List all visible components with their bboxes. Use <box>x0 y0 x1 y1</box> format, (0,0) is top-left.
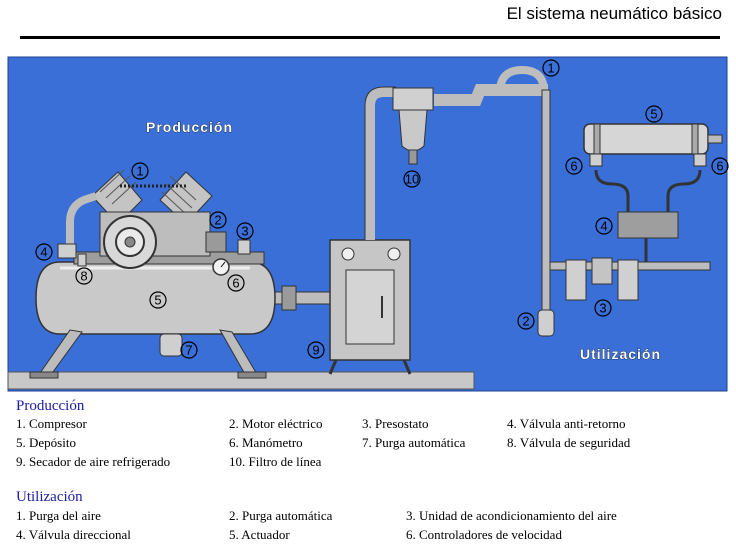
marker-text: 6 <box>232 276 239 291</box>
legend-production-item: 8. Válvula de seguridad <box>507 435 631 450</box>
production-label: Producción <box>146 119 233 135</box>
marker-text: 10 <box>405 172 419 187</box>
electric-motor <box>205 231 227 253</box>
marker-u-speed-right: 6 <box>711 157 729 175</box>
compressor <box>91 169 213 269</box>
legend-utilization-item: 1. Purga del aire <box>16 508 101 523</box>
air-conditioning-unit <box>565 257 639 301</box>
outlet-fitting <box>281 285 297 311</box>
hose-right <box>666 169 702 212</box>
riser-pipe <box>365 87 396 240</box>
marker-text: 8 <box>80 269 87 284</box>
marker-auto-drain: 7 <box>180 341 198 359</box>
utilization-label: Utilización <box>580 346 661 362</box>
marker-tank: 5 <box>149 291 167 309</box>
refrigerated-dryer <box>328 239 412 375</box>
legend-utilization-item: 6. Controladores de velocidad <box>406 527 562 542</box>
marker-compressor: 1 <box>131 162 149 180</box>
legend-production-item: 1. Compresor <box>16 416 87 431</box>
page-title: El sistema neumático básico <box>506 4 722 23</box>
discharge-pipe <box>66 192 98 252</box>
check-valve <box>57 243 77 259</box>
marker-check-valve: 4 <box>35 243 53 261</box>
marker-text: 2 <box>522 314 529 329</box>
marker-u-auto-drain: 2 <box>517 312 535 330</box>
legend-production-item: 7. Purga automática <box>362 435 466 450</box>
auto-drain-body <box>159 333 183 357</box>
marker-text: 6 <box>716 159 723 174</box>
marker-u-frl: 3 <box>594 299 612 317</box>
outlet-pipe <box>267 291 333 305</box>
marker-text: 9 <box>312 343 319 358</box>
legend-production-item: 3. Presostato <box>362 416 429 431</box>
marker-text: 4 <box>600 219 607 234</box>
marker-gauge: 6 <box>227 274 245 292</box>
legend-production-heading: Producción <box>16 398 85 414</box>
pneumatic-system-diagram: Producción Utilización <box>7 56 729 392</box>
marker-text: 4 <box>40 245 47 260</box>
marker-safety-valve: 8 <box>75 267 93 285</box>
legend-production-item: 6. Manómetro <box>229 435 303 450</box>
hose-left <box>594 169 630 212</box>
speed-controller-right <box>693 153 707 167</box>
marker-text: 5 <box>154 293 161 308</box>
purge-loop <box>496 65 548 93</box>
marker-text: 7 <box>185 343 192 358</box>
directional-valve <box>617 211 679 239</box>
actuator <box>583 123 723 155</box>
marker-dryer: 9 <box>307 341 325 359</box>
marker-text: 3 <box>241 224 248 239</box>
legend-production-item: 10. Filtro de línea <box>229 454 322 469</box>
speed-controller-left <box>589 153 603 167</box>
foot-left <box>29 371 59 379</box>
legend-production-item: 2. Motor eléctrico <box>229 416 323 431</box>
marker-text: 2 <box>214 213 221 228</box>
title-rule <box>20 36 720 39</box>
marker-u-speed-left: 6 <box>565 157 583 175</box>
legend-production-item: 5. Depósito <box>16 435 76 450</box>
marker-text: 5 <box>650 107 657 122</box>
legend-utilization-item: 3. Unidad de acondicionamiento del aire <box>406 508 617 523</box>
marker-text: 1 <box>136 164 143 179</box>
marker-text: 1 <box>547 61 554 76</box>
marker-motor: 2 <box>209 211 227 229</box>
drop-leg <box>541 89 551 311</box>
legend-production-item: 9. Secador de aire refrigerado <box>16 454 171 469</box>
pressure-switch <box>237 239 251 255</box>
utilization-auto-drain <box>537 309 555 337</box>
legend-production-item: 4. Válvula anti-retorno <box>507 416 626 431</box>
marker-text: 6 <box>570 159 577 174</box>
line-filter <box>392 87 434 165</box>
legend-utilization-heading: Utilización <box>16 489 83 505</box>
marker-line-filter: 10 <box>403 170 421 188</box>
marker-u-valve: 4 <box>595 217 613 235</box>
marker-pressure-switch: 3 <box>236 222 254 240</box>
marker-u-actuator: 5 <box>645 105 663 123</box>
marker-text: 3 <box>599 301 606 316</box>
legend-utilization-item: 4. Válvula direccional <box>16 527 131 542</box>
legend-utilization-item: 5. Actuador <box>229 527 290 542</box>
safety-valve <box>77 253 87 267</box>
marker-u-purge: 1 <box>542 59 560 77</box>
main-line <box>434 84 548 106</box>
foot-right <box>237 371 267 379</box>
legend-utilization-item: 2. Purga automática <box>229 508 333 523</box>
